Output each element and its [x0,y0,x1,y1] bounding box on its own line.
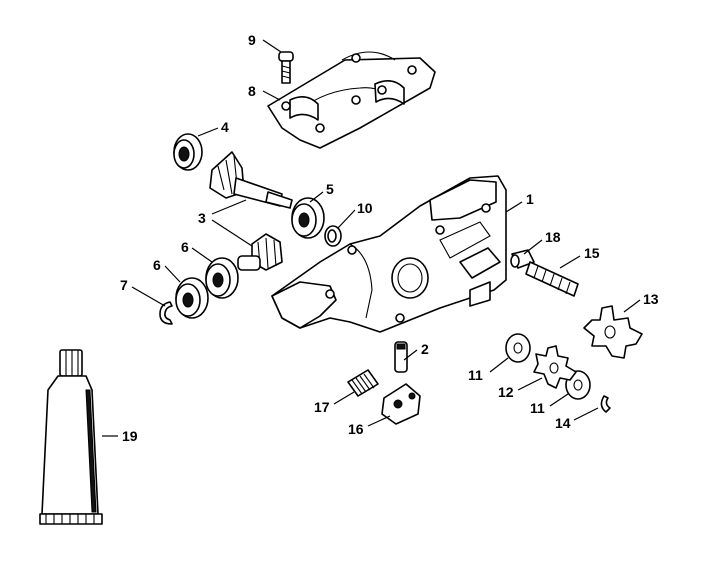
part-7-circlip [159,301,173,325]
part-5-ball-bearing [291,197,325,239]
callout-2: 2 [421,341,429,357]
part-2-pin [394,341,408,373]
part-8-clamp-cover [267,51,436,149]
callout-16: 16 [348,421,364,437]
callout-10: 10 [357,200,373,216]
part-11-washer-upper [505,333,531,363]
part-6-ball-bearing-left [175,277,209,319]
callout-11-upper: 11 [468,367,483,383]
part-10-sealing-ring [324,225,342,247]
part-1-gear-housing [271,175,507,333]
callout-5: 5 [326,181,334,197]
callout-14: 14 [555,415,571,431]
part-15-stud [525,261,579,297]
part-4-ball-bearing [173,133,203,171]
callout-18: 18 [545,229,561,245]
part-19-grease-tube [39,349,103,525]
part-17-spring [347,369,379,397]
part-13-sprocket-large [583,305,643,359]
callout-12: 12 [498,384,514,400]
part-3-bevel-gear-shaft [209,151,293,209]
callout-4: 4 [221,119,229,135]
part-14-e-clip [600,395,611,413]
callout-19: 19 [122,428,138,444]
part-3-bevel-pinion [237,233,283,271]
part-9-screw [278,51,294,84]
callout-11-lower: 11 [530,400,545,416]
part-18-collar-nut [510,249,535,269]
callout-6-right: 6 [181,239,189,255]
part-16-tensioner-block [381,383,421,425]
callout-7: 7 [120,277,128,293]
callout-3: 3 [198,210,206,226]
part-12-sprocket-small [533,345,577,389]
part-6-ball-bearing-right [205,257,239,299]
callout-labels: 9 8 4 3 5 10 6 6 7 1 18 15 13 2 11 12 11… [120,32,659,444]
callout-17: 17 [314,399,330,415]
callout-15: 15 [584,245,600,261]
callout-9: 9 [248,32,256,48]
callout-1: 1 [526,191,534,207]
callout-8: 8 [248,83,256,99]
leader-lines [102,39,641,437]
callout-6-left: 6 [153,257,161,273]
callout-13: 13 [643,291,659,307]
